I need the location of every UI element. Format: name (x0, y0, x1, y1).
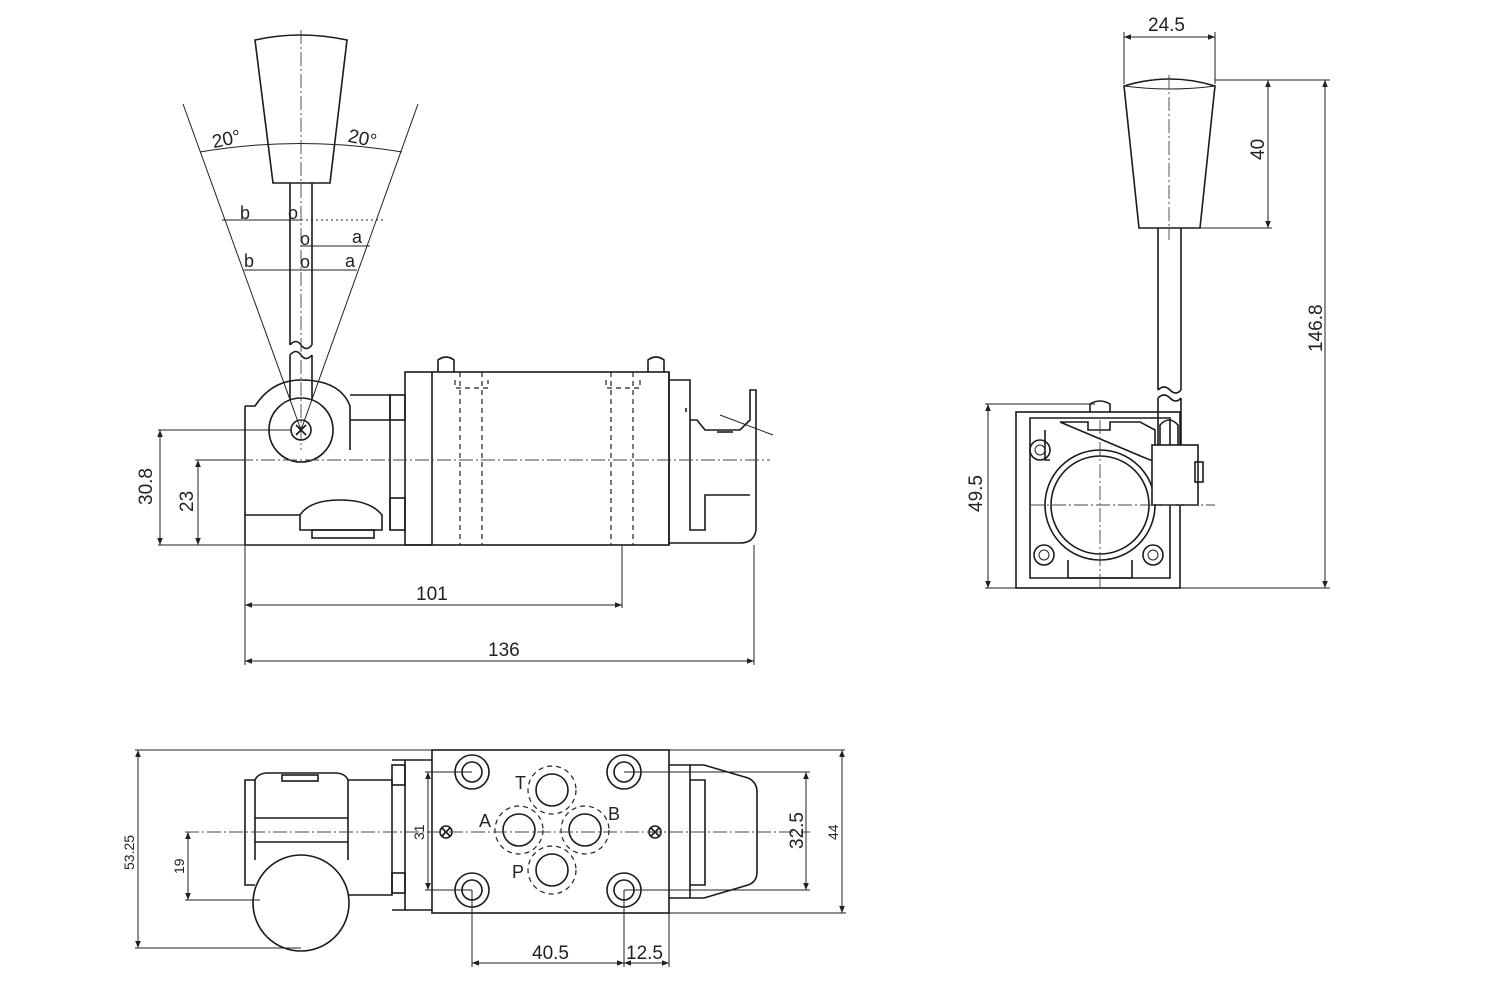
lever-knob (254, 34, 348, 184)
pos-o-2: o (300, 229, 310, 249)
dim-32-5: 32.5 (787, 812, 808, 849)
angle-label-left: 20° (210, 127, 242, 154)
dim-40-5: 40.5 (532, 943, 569, 964)
dim-30-8: 30.8 (136, 468, 157, 505)
port-b (560, 805, 610, 855)
dim-12-5: 12.5 (626, 943, 663, 964)
bottom-right-cover (669, 764, 758, 899)
pivot-housing (245, 379, 351, 450)
dim-44: 44 (825, 824, 841, 840)
port-p-label: P (512, 862, 524, 882)
dim-31: 31 (411, 824, 427, 840)
dim-24-5: 24.5 (1148, 15, 1185, 36)
pos-b-lower: b (244, 251, 254, 271)
bottom-view: T A B P 53.25 19 31 32.5 44 40.5 12.5 (121, 749, 846, 967)
dim-101: 101 (416, 584, 448, 605)
port-p (527, 845, 577, 895)
port-b-label: B (608, 804, 620, 824)
dim-49-5: 49.5 (966, 475, 987, 512)
pos-o-1: o (288, 203, 298, 223)
side-view: 24.5 40 146.8 49.5 (966, 15, 1330, 590)
side-lever-knob (1123, 78, 1216, 229)
dim-40: 40 (1248, 139, 1269, 160)
front-view: 20° 20° b o o a b o a 30.8 23 101 136 (136, 30, 774, 665)
port-a (494, 805, 544, 855)
dim-136: 136 (488, 640, 520, 661)
pos-b-upper: b (240, 203, 250, 223)
lever-rod (289, 183, 313, 345)
port-t (527, 765, 577, 815)
valve-body (404, 371, 670, 546)
dim-146-8: 146.8 (1306, 304, 1327, 352)
dim-19: 19 (171, 858, 187, 874)
bottom-lever-ball (252, 854, 350, 952)
pos-o-3: o (300, 252, 310, 272)
pos-a-lower: a (345, 251, 356, 271)
pos-a-upper: a (352, 227, 363, 247)
angle-label-right: 20° (346, 126, 378, 153)
port-t-label: T (515, 773, 526, 793)
port-a-label: A (479, 811, 491, 831)
dim-23: 23 (177, 491, 198, 512)
dim-53-25: 53.25 (121, 835, 137, 870)
right-cover (669, 379, 757, 544)
